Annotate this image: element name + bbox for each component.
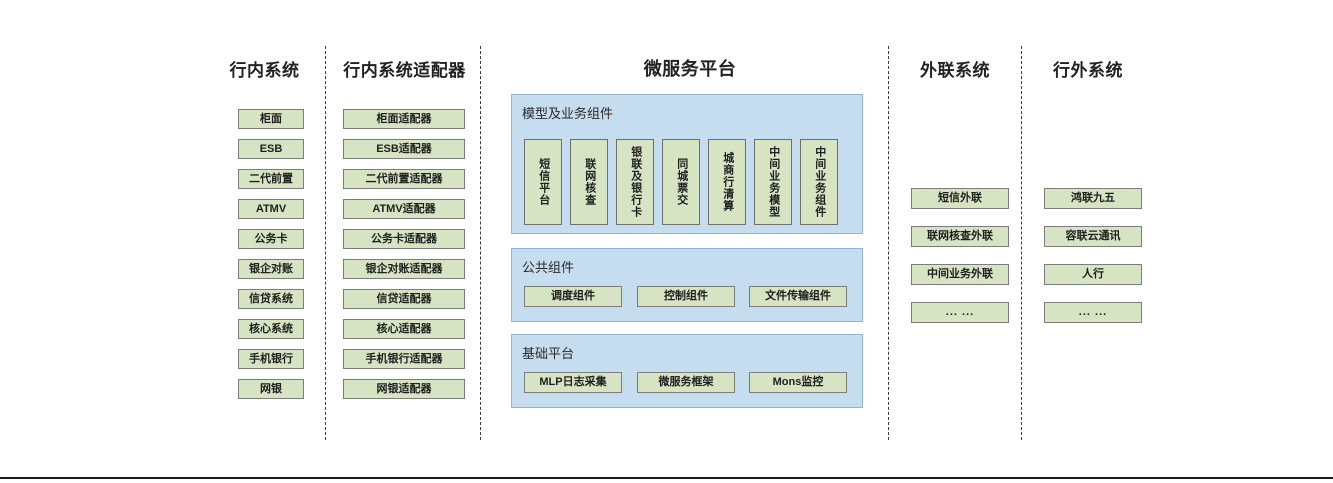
node-internal-adapter[interactable]: 银企对账适配器 bbox=[343, 259, 465, 279]
node-public-component[interactable]: 控制组件 bbox=[637, 286, 735, 307]
node-label: 中间业务组件 bbox=[813, 146, 826, 218]
node-internal-adapter[interactable]: ESB适配器 bbox=[343, 139, 465, 159]
node-internal-adapter[interactable]: 手机银行适配器 bbox=[343, 349, 465, 369]
panel-base-platform bbox=[511, 334, 863, 408]
node-label: 短信平台 bbox=[537, 158, 550, 206]
node-public-component[interactable]: 调度组件 bbox=[524, 286, 622, 307]
node-outside-bank-system[interactable]: 鸿联九五 bbox=[1044, 188, 1142, 209]
node-model-component[interactable]: 中间业务模型 bbox=[754, 139, 792, 225]
node-label: 城商行清算 bbox=[721, 152, 734, 212]
node-base-platform-component[interactable]: Mons监控 bbox=[749, 372, 847, 393]
node-label: 中间业务模型 bbox=[767, 146, 780, 218]
node-external-link-system[interactable]: 中间业务外联 bbox=[911, 264, 1009, 285]
node-internal-system[interactable]: ESB bbox=[238, 139, 304, 159]
node-internal-system[interactable]: 信贷系统 bbox=[238, 289, 304, 309]
divider-4 bbox=[1021, 46, 1022, 440]
node-internal-system[interactable]: ATMV bbox=[238, 199, 304, 219]
node-internal-system[interactable]: 银企对账 bbox=[238, 259, 304, 279]
node-internal-system[interactable]: 手机银行 bbox=[238, 349, 304, 369]
node-external-link-system[interactable]: 短信外联 bbox=[911, 188, 1009, 209]
column-title-internal-systems: 行内系统 bbox=[229, 61, 300, 80]
node-internal-adapter[interactable]: ATMV适配器 bbox=[343, 199, 465, 219]
column-title-outside-bank-systems: 行外系统 bbox=[1053, 61, 1123, 80]
column-title-external-link-systems: 外联系统 bbox=[920, 61, 990, 80]
node-label: 银联及银行卡 bbox=[629, 146, 642, 218]
node-internal-adapter[interactable]: 柜面适配器 bbox=[343, 109, 465, 129]
divider-2 bbox=[480, 46, 481, 440]
node-internal-adapter[interactable]: 核心适配器 bbox=[343, 319, 465, 339]
node-internal-adapter[interactable]: 网银适配器 bbox=[343, 379, 465, 399]
panel-title-model-business-components: 模型及业务组件 bbox=[522, 106, 614, 121]
node-internal-system[interactable]: 核心系统 bbox=[238, 319, 304, 339]
node-public-component[interactable]: 文件传输组件 bbox=[749, 286, 847, 307]
node-model-component[interactable]: 联网核查 bbox=[570, 139, 608, 225]
node-internal-adapter[interactable]: 公务卡适配器 bbox=[343, 229, 465, 249]
node-internal-adapter[interactable]: 二代前置适配器 bbox=[343, 169, 465, 189]
node-internal-system[interactable]: 二代前置 bbox=[238, 169, 304, 189]
node-model-component[interactable]: 同城票交 bbox=[662, 139, 700, 225]
node-model-component[interactable]: 短信平台 bbox=[524, 139, 562, 225]
panel-public-components bbox=[511, 248, 863, 322]
node-outside-bank-system[interactable]: 人行 bbox=[1044, 264, 1142, 285]
column-title-microservice-platform: 微服务平台 bbox=[643, 59, 737, 79]
node-external-link-system-more[interactable]: ... ... bbox=[911, 302, 1009, 323]
node-internal-adapter[interactable]: 信贷适配器 bbox=[343, 289, 465, 309]
column-title-internal-adapters: 行内系统适配器 bbox=[343, 61, 466, 80]
node-label: 同城票交 bbox=[675, 158, 688, 206]
node-label: 联网核查 bbox=[583, 158, 596, 206]
divider-3 bbox=[888, 46, 889, 440]
node-model-component[interactable]: 城商行清算 bbox=[708, 139, 746, 225]
node-external-link-system[interactable]: 联网核查外联 bbox=[911, 226, 1009, 247]
node-outside-bank-system[interactable]: 容联云通讯 bbox=[1044, 226, 1142, 247]
panel-title-public-components: 公共组件 bbox=[522, 260, 575, 275]
panel-title-base-platform: 基础平台 bbox=[522, 346, 575, 361]
page-bottom-rule bbox=[0, 477, 1333, 479]
node-base-platform-component[interactable]: MLP日志采集 bbox=[524, 372, 622, 393]
node-outside-bank-system-more[interactable]: ... ... bbox=[1044, 302, 1142, 323]
divider-1 bbox=[325, 46, 326, 440]
node-base-platform-component[interactable]: 微服务框架 bbox=[637, 372, 735, 393]
node-internal-system[interactable]: 公务卡 bbox=[238, 229, 304, 249]
node-internal-system[interactable]: 网银 bbox=[238, 379, 304, 399]
node-model-component[interactable]: 银联及银行卡 bbox=[616, 139, 654, 225]
node-model-component[interactable]: 中间业务组件 bbox=[800, 139, 838, 225]
node-internal-system[interactable]: 柜面 bbox=[238, 109, 304, 129]
